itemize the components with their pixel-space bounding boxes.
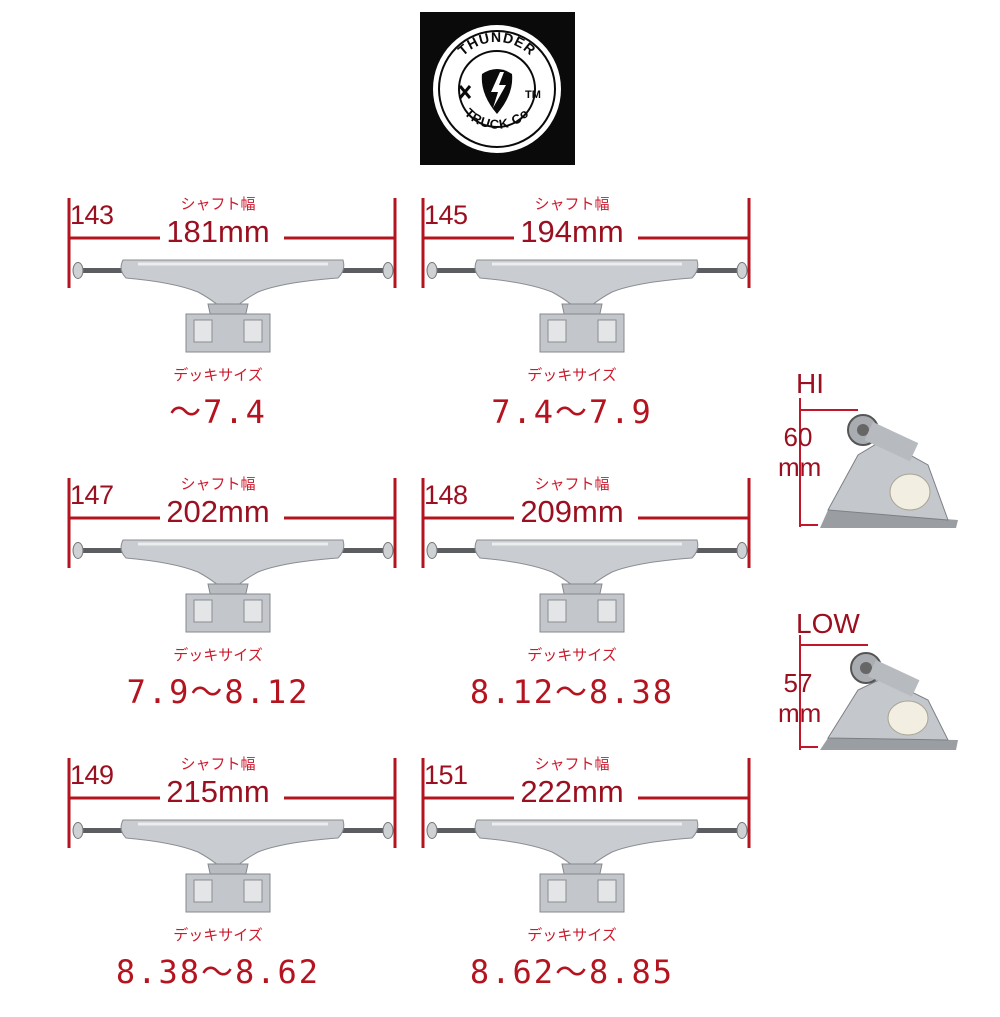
truck-card-145: 145 シャフト幅 194mm デッキサイズ 7.4～7.9: [421, 192, 757, 457]
model-number: 148: [424, 480, 468, 510]
truck-image: [68, 814, 398, 928]
truck-card-151: 151 シャフト幅 222mm デッキサイズ 8.62～8.85: [421, 752, 757, 1017]
axle-width-value: 194mm: [422, 214, 722, 250]
thunder-logo: THUNDER TRUCK Co TM: [420, 12, 575, 165]
deck-size-value: 7.4～7.9: [491, 393, 653, 431]
model-number: 149: [70, 760, 114, 790]
truck-image: [68, 254, 398, 368]
deck-size-label: デッキサイズ: [173, 646, 263, 664]
dimension-lines: [421, 198, 751, 288]
height-hi-label: HI: [796, 368, 824, 399]
deck-size-value: 8.12～8.38: [469, 673, 675, 711]
axle-width-value: 181mm: [68, 214, 368, 250]
axle-width-label: シャフト幅: [180, 755, 256, 773]
axle-width-label: シャフト幅: [534, 475, 610, 493]
truck-card-143: 143 シャフト幅 181mm デッキサイズ ～7.4: [67, 192, 403, 457]
deck-size-value: 8.38～8.62: [115, 953, 321, 991]
truck-image: [422, 534, 752, 648]
model-number: 147: [70, 480, 114, 510]
axle-width-value: 202mm: [68, 494, 368, 530]
axle-width-label: シャフト幅: [534, 755, 610, 773]
model-number: 151: [424, 760, 468, 790]
svg-text:TM: TM: [525, 89, 541, 101]
truck-card-149: 149 シャフト幅 215mm デッキサイズ 8.38～8.62: [67, 752, 403, 1017]
deck-size-value: ～7.4: [169, 393, 267, 431]
deck-size-label: デッキサイズ: [527, 366, 617, 384]
dimension-lines: [67, 758, 397, 848]
deck-size-label: デッキサイズ: [173, 926, 263, 944]
height-low-label: LOW: [796, 608, 860, 639]
deck-size-value: 8.62～8.85: [469, 953, 675, 991]
truck-image: [422, 254, 752, 368]
truck-image: [422, 814, 752, 928]
axle-width-label: シャフト幅: [180, 195, 256, 213]
axle-width-value: 215mm: [68, 774, 368, 810]
model-number: 143: [70, 200, 114, 230]
axle-width-label: シャフト幅: [180, 475, 256, 493]
truck-card-147: 147 シャフト幅 202mm デッキサイズ 7.9～8.12: [67, 472, 403, 737]
dimension-lines: [421, 758, 751, 848]
model-number: 145: [424, 200, 468, 230]
dimension-lines: [67, 478, 397, 568]
axle-width-label: シャフト幅: [534, 195, 610, 213]
dimension-lines: [421, 478, 751, 568]
deck-size-label: デッキサイズ: [173, 366, 263, 384]
dimension-lines: [67, 198, 397, 288]
deck-size-value: 7.9～8.12: [126, 673, 310, 711]
axle-width-value: 209mm: [422, 494, 722, 530]
truck-image: [68, 534, 398, 648]
truck-card-148: 148 シャフト幅 209mm デッキサイズ 8.12～8.38: [421, 472, 757, 737]
deck-size-label: デッキサイズ: [527, 926, 617, 944]
deck-size-label: デッキサイズ: [527, 646, 617, 664]
axle-width-value: 222mm: [422, 774, 722, 810]
